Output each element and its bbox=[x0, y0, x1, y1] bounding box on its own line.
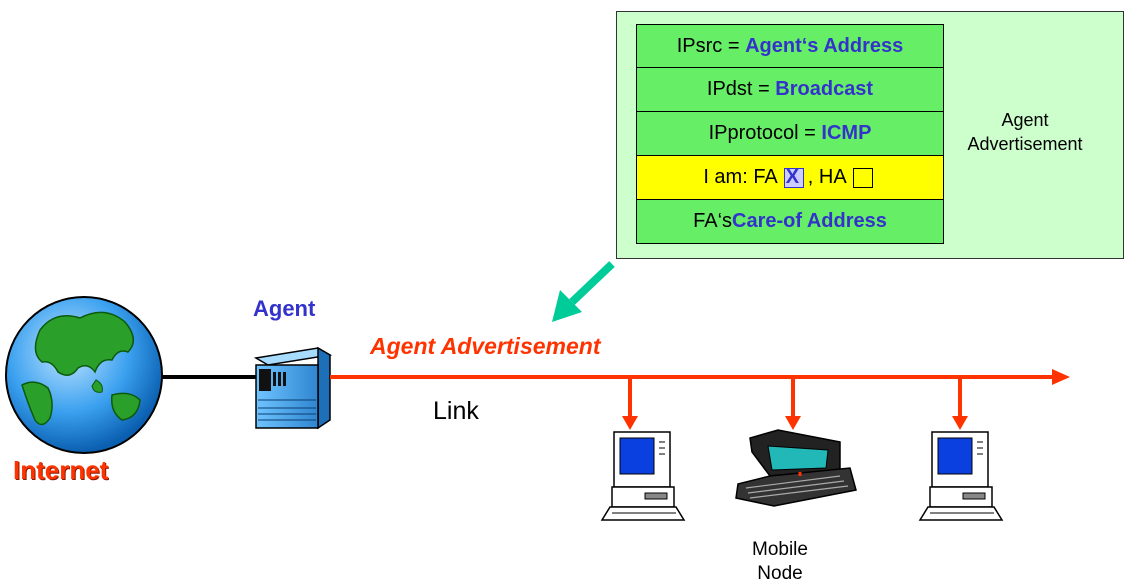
field-value: ICMP bbox=[821, 122, 872, 144]
field-label: IPprotocol = bbox=[708, 122, 816, 144]
agent-label: Agent bbox=[253, 296, 316, 321]
link-label: Link bbox=[433, 397, 479, 425]
globe-icon bbox=[5, 296, 163, 454]
internet-label: Internet bbox=[13, 455, 109, 485]
agent-router-icon bbox=[253, 346, 333, 430]
packet-row-ipsrc: IPsrc = Agent‘s Address bbox=[636, 24, 944, 68]
field-label: IPdst = bbox=[706, 78, 770, 100]
agent-advertisement-label: Agent Advertisement bbox=[370, 333, 601, 359]
panel-side-label: Agent Advertisement bbox=[967, 110, 1083, 154]
laptop-icon bbox=[735, 429, 857, 507]
advertisement-arrow bbox=[552, 261, 615, 322]
desktop-computer-icon bbox=[600, 431, 686, 521]
field-label: I am: FA bbox=[703, 166, 778, 188]
field-label: FA‘s bbox=[693, 210, 733, 232]
link-arrowhead bbox=[1052, 369, 1070, 385]
desktop-computer-icon bbox=[918, 431, 1004, 521]
fa-checkbox-icon bbox=[783, 166, 804, 189]
field-label: IPsrc = bbox=[676, 34, 740, 57]
field-label: , HA bbox=[807, 166, 847, 188]
packet-row-agent-type: I am: FA , HA bbox=[636, 156, 944, 200]
drop-arrow bbox=[785, 377, 801, 430]
packet-row-ipdst: IPdst = Broadcast bbox=[636, 68, 944, 112]
packet-fields: IPsrc = Agent‘s Address IPdst = Broadcas… bbox=[636, 24, 944, 244]
mobile-node-label: Mobile Node bbox=[752, 539, 808, 584]
packet-row-care-of-address: FA‘s Care-of Address bbox=[636, 200, 944, 244]
packet-row-ipprotocol: IPprotocol = ICMP bbox=[636, 112, 944, 156]
ha-checkbox-icon bbox=[852, 167, 873, 188]
drop-arrow bbox=[952, 377, 968, 430]
field-value: Care-of Address bbox=[732, 210, 887, 232]
drop-arrow bbox=[622, 377, 638, 430]
field-value: Agent‘s Address bbox=[745, 34, 904, 57]
field-value: Broadcast bbox=[775, 78, 874, 100]
